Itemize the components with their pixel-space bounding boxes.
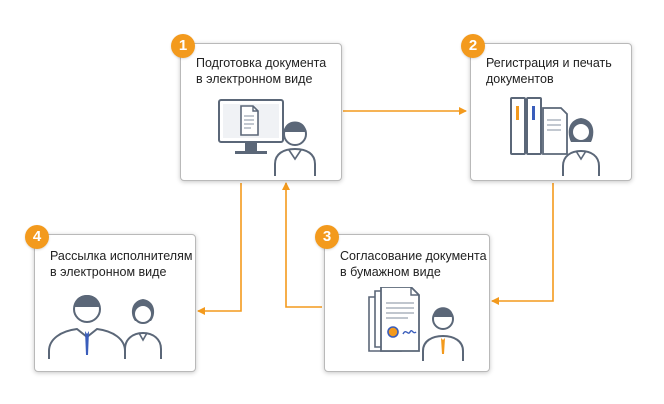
two-people-icon	[48, 295, 162, 359]
step-number-badge: 2	[461, 34, 485, 58]
computer-with-man-icon	[218, 99, 316, 176]
step-card-1: Подготовка документа в электронном виде …	[171, 34, 342, 181]
step-title: Рассылка исполнителям в электронном виде	[50, 249, 193, 279]
arrow-3-to-1	[282, 182, 322, 308]
step-number-badge: 1	[171, 34, 195, 58]
binders-with-woman-icon	[510, 97, 600, 176]
step-card-3: Согласование документа в бумажном виде 3	[315, 225, 490, 372]
step-number-badge: 3	[315, 225, 339, 249]
step-title: Согласование документа в бумажном виде	[340, 249, 487, 279]
arrow-2-to-3	[491, 183, 554, 305]
step-card-2: Регистрация и печать документов 2	[461, 34, 632, 181]
step-title: Подготовка документа в электронном виде	[196, 56, 327, 86]
step-title: Регистрация и печать документов	[486, 56, 612, 86]
arrow-1-to-4	[197, 183, 242, 315]
step-number-badge: 4	[25, 225, 49, 249]
step-card-4: Рассылка исполнителям в электронном виде…	[25, 225, 196, 372]
signed-document-with-man-icon	[368, 287, 464, 361]
